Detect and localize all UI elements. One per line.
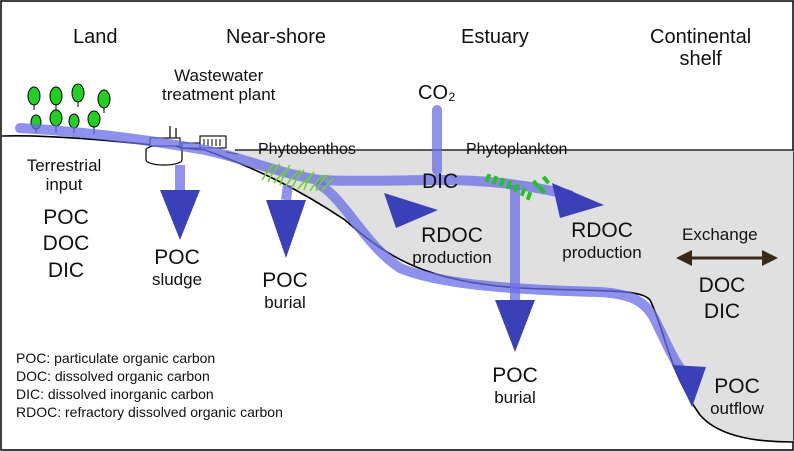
- surface-flow: [15, 123, 575, 200]
- wwtp-line1: Wastewater: [174, 66, 264, 85]
- terrestrial-carbon-list: POC DOC DIC: [34, 205, 98, 284]
- legend-item: DOC: dissolved organic carbon: [16, 367, 210, 384]
- burial1-arrow-icon: [266, 200, 306, 258]
- legend-item: DIC: dissolved inorganic carbon: [16, 385, 214, 402]
- outflow-arrow-icon: [672, 365, 706, 407]
- trees: [27, 83, 111, 134]
- zone-estuary-label: Estuary: [461, 26, 529, 48]
- legend-item: POC: particulate organic carbon: [16, 350, 216, 366]
- input-dic: DIC: [47, 258, 85, 282]
- exchange-left-arrow-icon: [676, 250, 692, 266]
- poc-outflow-label: POC outflow: [700, 375, 774, 418]
- phytoplankton-icon: [484, 173, 551, 201]
- wwtp-label: Wastewater treatment plant: [162, 66, 275, 104]
- tree-icon: [49, 86, 63, 110]
- burial2-arrow-icon: [495, 300, 535, 352]
- outflow-text: outflow: [710, 398, 764, 418]
- exchange-carbon-list: DOC DIC: [692, 273, 752, 326]
- input-doc: DOC: [42, 232, 90, 256]
- poc-sludge-label: POC sludge: [142, 246, 212, 289]
- tree-icon: [27, 86, 41, 110]
- rdoc-production2-label: RDOC production: [554, 219, 650, 262]
- phytobenthos-grass-icon: [261, 163, 335, 193]
- terrestrial-line1: Terrestrial: [26, 156, 102, 175]
- burial1-poc: POC: [262, 269, 308, 292]
- poc-burial1-label: POC burial: [252, 269, 318, 312]
- rdoc1-b: production: [412, 247, 492, 267]
- phytoplankton-label: Phytoplankton: [466, 141, 568, 158]
- burial2-text: burial: [494, 387, 536, 407]
- abbreviation-legend: POC: particulate organic carbon DOC: dis…: [16, 350, 283, 422]
- zone-shelf-line2: shelf: [679, 48, 722, 71]
- arrows: [160, 165, 778, 407]
- tree-icon: [97, 89, 111, 113]
- burial1-text: burial: [264, 292, 306, 312]
- phytobenthos-label: Phytobenthos: [258, 141, 356, 158]
- wwtp-line2: treatment plant: [162, 85, 276, 105]
- bottom-flow: [315, 180, 695, 385]
- poc-burial2-label: POC burial: [480, 364, 550, 407]
- zone-shelf-label: Continental shelf: [650, 26, 751, 71]
- rdoc2-arrow-icon: [552, 183, 604, 218]
- zone-shelf-line1: Continental: [650, 26, 752, 48]
- outflow-poc: POC: [714, 375, 760, 398]
- carbon-flows: [15, 105, 695, 385]
- terrestrial-line2: input: [45, 175, 83, 195]
- rdoc2-b: production: [562, 242, 642, 262]
- burial1-arrow-shaft: [281, 184, 293, 201]
- estuary-dic-label: DIC: [422, 170, 459, 193]
- rdoc1-arrow-icon: [384, 193, 438, 228]
- exchange-dic: DIC: [703, 300, 741, 324]
- exchange-right-arrow-icon: [762, 250, 778, 266]
- exchange-doc: DOC: [698, 274, 746, 297]
- input-poc: POC: [43, 206, 89, 229]
- rdoc-production1-label: RDOC production: [404, 224, 500, 267]
- exchange-label: Exchange: [682, 225, 758, 244]
- tree-icon: [71, 83, 85, 107]
- burial2-poc: POC: [492, 364, 538, 387]
- zone-land-label: Land: [73, 26, 118, 48]
- sludge-poc: POC: [154, 246, 200, 269]
- sludge-arrow-icon: [160, 190, 200, 240]
- co2-label: CO₂: [418, 82, 456, 104]
- rdoc1-a: RDOC: [421, 224, 483, 247]
- zone-nearshore-label: Near-shore: [226, 26, 327, 48]
- terrestrial-input-label: Terrestrial input: [20, 156, 108, 194]
- sludge-text: sludge: [151, 269, 203, 289]
- legend-item: RDOC: refractory dissolved organic carbo…: [16, 403, 283, 420]
- rdoc2-a: RDOC: [571, 219, 633, 242]
